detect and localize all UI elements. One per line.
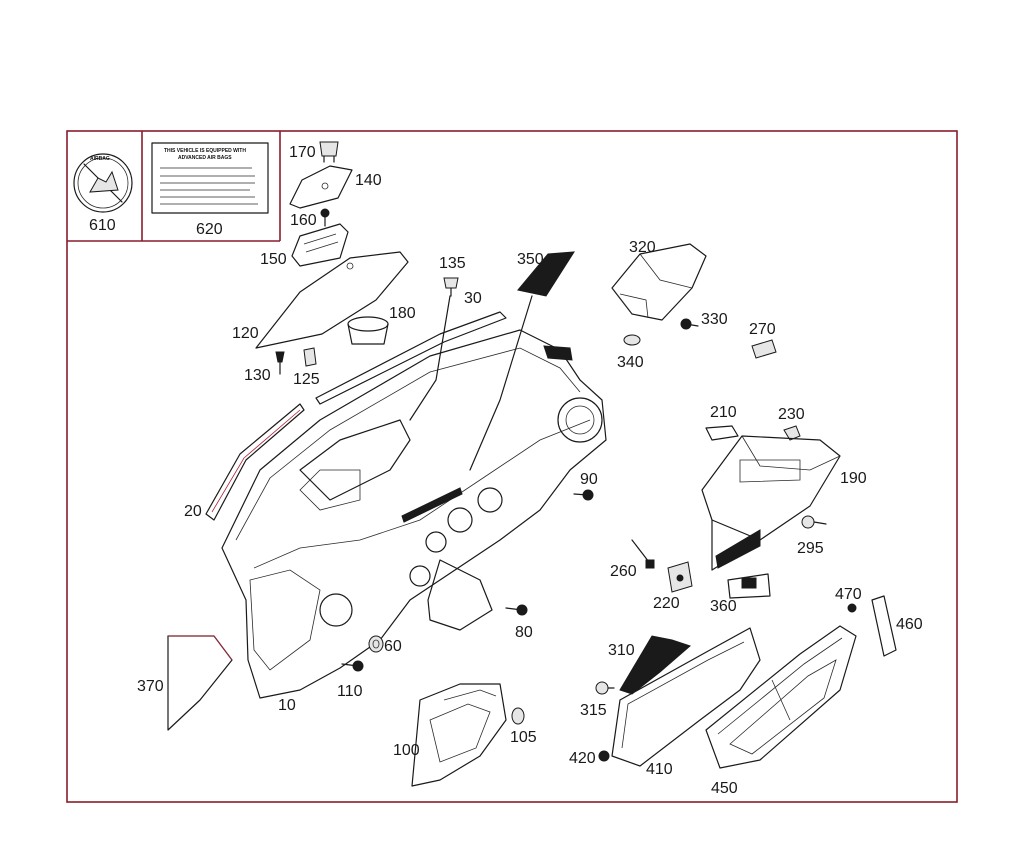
callout-230: 230: [778, 406, 805, 423]
part-90-screw[interactable]: [573, 489, 594, 501]
part-30-trim-strip[interactable]: [315, 311, 507, 405]
callout-420: 420: [569, 750, 596, 767]
callout-190: 190: [840, 470, 867, 487]
part-110-bolt[interactable]: [341, 660, 364, 672]
callout-110: 110: [337, 683, 363, 700]
part-315-screw[interactable]: [595, 681, 615, 695]
part-150-bracket[interactable]: [291, 223, 349, 267]
part-320-airbag-module[interactable]: [611, 243, 707, 321]
part-140-cover[interactable]: [289, 165, 353, 209]
part-270-switch[interactable]: [751, 339, 777, 359]
airbag-warning-sticker[interactable]: AIRBAG: [73, 153, 133, 213]
callout-140: 140: [355, 172, 382, 189]
part-160-screw[interactable]: [320, 208, 330, 227]
callout-80: 80: [515, 624, 533, 641]
part-190-glovebox-housing[interactable]: [701, 435, 841, 571]
callout-270: 270: [749, 321, 776, 338]
sticker-heading-2: ADVANCED AIR BAGS: [178, 155, 232, 161]
callout-295: 295: [797, 540, 824, 557]
leader-350: [469, 295, 533, 471]
callout-360: 360: [710, 598, 737, 615]
callout-330: 330: [701, 311, 728, 328]
callout-470: 470: [835, 586, 862, 603]
callout-170: 170: [289, 144, 316, 161]
callout-340: 340: [617, 354, 644, 371]
callout-105: 105: [510, 729, 537, 746]
callout-310: 310: [608, 642, 635, 659]
part-410-inner-frame[interactable]: [611, 627, 761, 767]
callout-460: 460: [896, 616, 923, 633]
part-100-knee-bracket[interactable]: [411, 683, 507, 787]
callout-30: 30: [464, 290, 482, 307]
part-10-dashboard-carrier[interactable]: [221, 329, 607, 699]
callout-20: 20: [184, 503, 202, 520]
callout-135: 135: [439, 255, 466, 272]
part-20-defrost-strip[interactable]: [205, 403, 305, 521]
callout-150: 150: [260, 251, 287, 268]
callout-450: 450: [711, 780, 738, 797]
callout-60: 60: [384, 638, 402, 655]
part-170-clip[interactable]: [319, 141, 339, 163]
part-230-clip[interactable]: [783, 425, 801, 441]
part-295-bolt[interactable]: [801, 515, 827, 529]
part-470-clip[interactable]: [847, 603, 857, 613]
callout-220: 220: [653, 595, 680, 612]
callout-160: 160: [290, 212, 317, 229]
callout-610: 610: [89, 217, 116, 234]
callout-100: 100: [393, 742, 420, 759]
callout-130: 130: [244, 367, 271, 384]
callout-125: 125: [293, 371, 320, 388]
part-370-side-cover[interactable]: [167, 635, 233, 731]
part-135-clip[interactable]: [443, 277, 459, 297]
part-360-latch[interactable]: [727, 573, 771, 599]
callout-620: 620: [196, 221, 223, 238]
part-450-glovebox-lid[interactable]: [705, 625, 857, 769]
part-350-vent-grille[interactable]: [517, 251, 575, 297]
part-130-screw[interactable]: [275, 351, 285, 375]
part-330-bolt[interactable]: [680, 318, 699, 330]
callout-315: 315: [580, 702, 607, 719]
part-125-clip[interactable]: [303, 347, 317, 367]
part-120-cover-panel[interactable]: [255, 251, 409, 349]
callout-260: 260: [610, 563, 637, 580]
callout-90: 90: [580, 471, 598, 488]
callout-410: 410: [646, 761, 673, 778]
callout-370: 370: [137, 678, 164, 695]
part-80-screw[interactable]: [505, 604, 528, 616]
part-105-grommet[interactable]: [511, 707, 525, 725]
part-420-clip[interactable]: [598, 750, 610, 762]
part-210-cover[interactable]: [705, 425, 739, 441]
leader-135: [409, 295, 451, 421]
callout-350: 350: [517, 251, 544, 268]
part-340-nut[interactable]: [623, 334, 641, 346]
callout-210: 210: [710, 404, 737, 421]
airbag-badge-text: AIRBAG: [90, 156, 110, 162]
airbag-info-sticker[interactable]: THIS VEHICLE IS EQUIPPED WITH ADVANCED A…: [151, 142, 269, 214]
part-180-speaker-housing[interactable]: [347, 316, 389, 345]
callout-180: 180: [389, 305, 416, 322]
part-260-sensor[interactable]: [631, 539, 655, 569]
callout-320: 320: [629, 239, 656, 256]
part-460-handle[interactable]: [871, 595, 897, 657]
callout-10: 10: [278, 697, 296, 714]
sticker-heading-1: THIS VEHICLE IS EQUIPPED WITH: [164, 148, 246, 154]
part-60-grommet[interactable]: [368, 635, 384, 653]
callout-120: 120: [232, 325, 259, 342]
part-220-module[interactable]: [667, 561, 693, 593]
diagram-frame: [66, 130, 958, 803]
